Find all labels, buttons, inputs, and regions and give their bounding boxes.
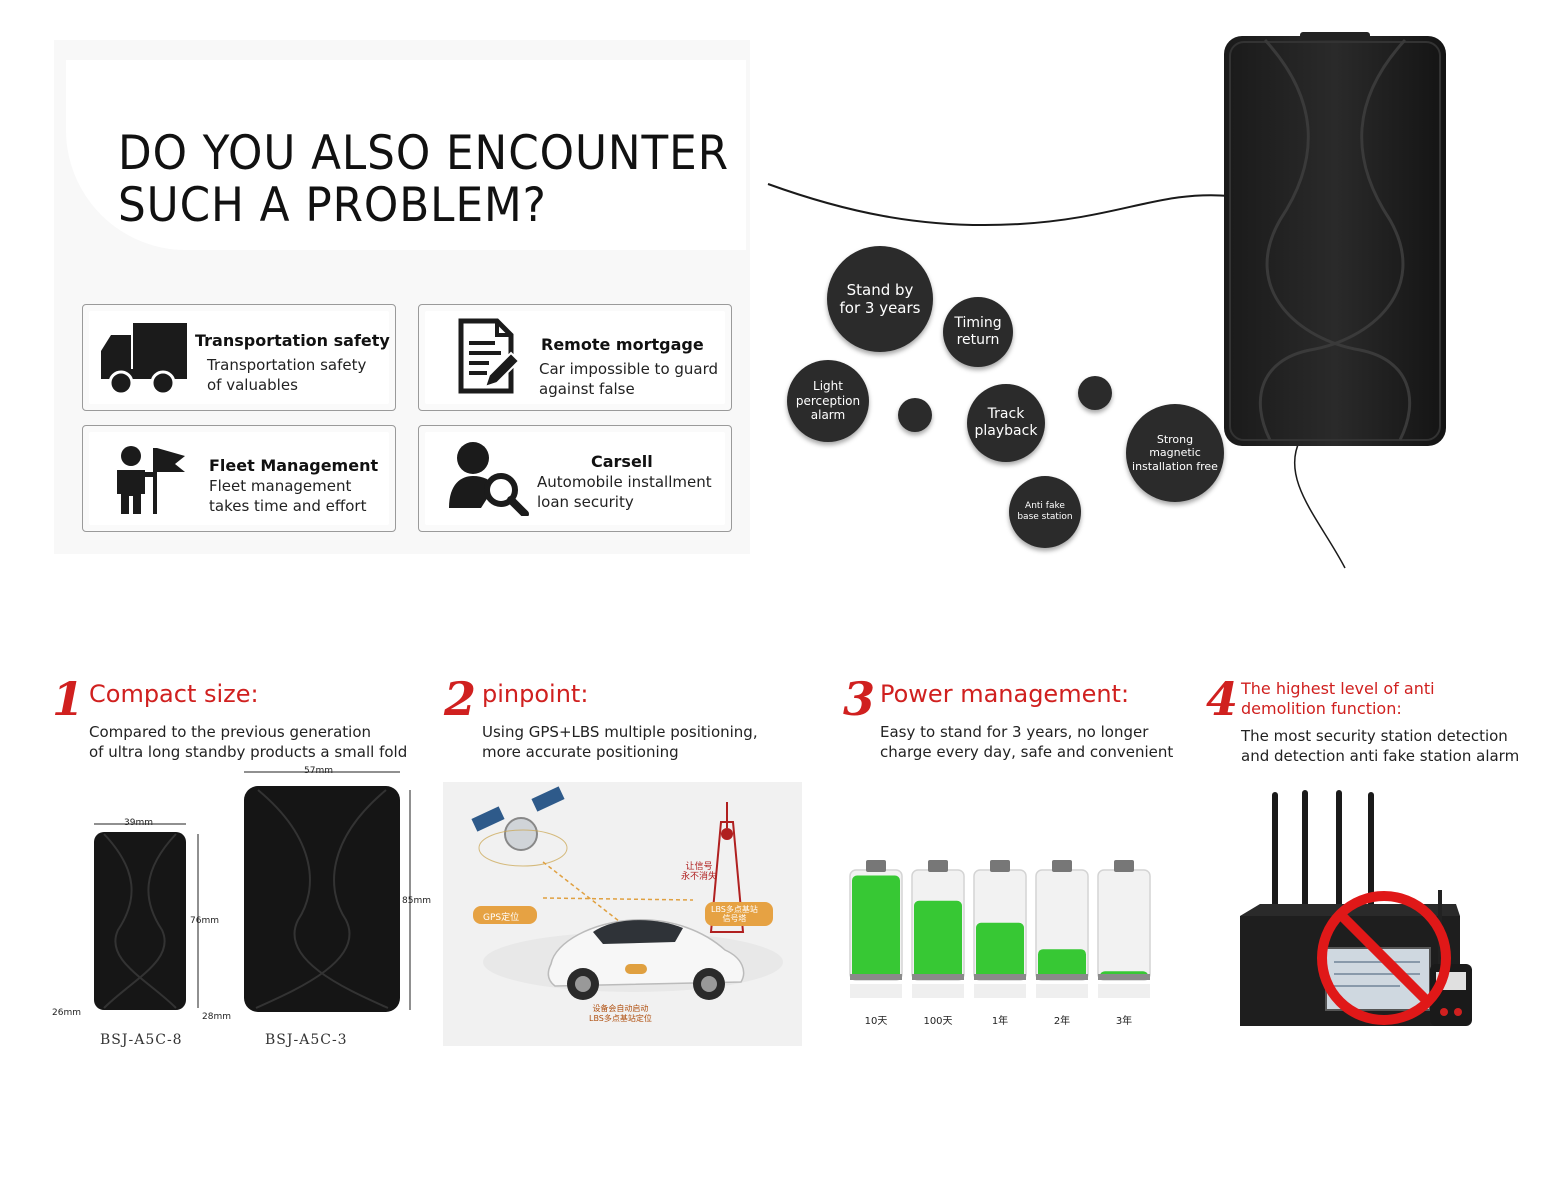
headline-line-2: SUCH A PROBLEM? [118,178,547,233]
battery [973,860,1027,998]
card-remote-mortgage: Remote mortgage Car impossible to guard … [418,304,732,411]
feature-desc-line-1: Compared to the previous generation [89,723,372,741]
large-model-label: BSJ-A5C-3 [265,1032,348,1048]
feature-desc-line-2: charge every day, safe and convenient [880,743,1174,761]
battery-reflection [912,984,964,998]
bubble-dot [898,398,932,432]
feature-desc-line-1: Using GPS+LBS multiple positioning, [482,723,758,741]
feature-title-line-1: The highest level of anti [1241,679,1435,698]
card-desc-line-1: Transportation safety [207,356,367,374]
card-title: Transportation safety [195,331,390,350]
battery-fill [976,922,1024,980]
battery-duration-label: 3年 [1115,1016,1133,1027]
lbs-tag: LBS多点基站 信号塔 [711,905,758,923]
battery-reflection [974,984,1026,998]
feature-title: pinpoint: [482,680,589,708]
card-title: Remote mortgage [541,335,704,354]
card-title: Carsell [591,452,653,471]
feature-number: 2 [444,672,477,726]
card-desc-line-2: takes time and effort [209,497,367,515]
card-fleet-management: Fleet Management Fleet management takes … [82,425,396,532]
battery-cap [1052,860,1072,872]
battery-reflection [1036,984,1088,998]
person-flag-icon [117,446,185,514]
card-desc-line-2: loan security [537,493,634,511]
small-depth-label: 26mm [52,1008,81,1018]
battery-reflection [1098,984,1150,998]
large-height-label: 85mm [402,896,431,906]
battery-base [912,974,964,980]
card-desc-line-1: Fleet management [209,477,352,495]
battery [1097,860,1151,998]
battery-cap [990,860,1010,872]
headline-cloud [66,60,746,250]
device-illustration [767,32,1446,569]
card-desc-line-1: Car impossible to guard [539,360,719,378]
feature-desc-line-1: The most security station detection [1241,727,1508,745]
battery-body [1097,869,1151,981]
battery-base [974,974,1026,980]
positioning-illustration: 让信号 永不消失 GPS定位 LBS多点基站 信号塔 设备会自动启动 LBS多点… [443,782,802,1046]
battery-base [850,974,902,980]
battery-duration-label: 1年 [991,1016,1009,1027]
card-desc-line-1: Automobile installment [537,473,712,491]
large-depth-label: 28mm [202,1012,231,1022]
feature-title: Compact size: [89,680,259,708]
feature-number: 1 [52,672,85,726]
battery-cap [928,860,948,872]
battery-cap [866,860,886,872]
battery-duration-label: 10天 [864,1016,888,1027]
small-model-label: BSJ-A5C-8 [100,1032,183,1048]
battery-fill [1038,949,1086,980]
battery-base [1098,974,1150,980]
signal-label: 让信号 永不消失 [681,862,718,882]
battery [911,860,965,998]
battery-reflection [850,984,902,998]
battery-fill [852,875,900,980]
large-width-label: 57mm [304,766,333,776]
card-desc-line-2: of valuables [207,376,298,394]
small-height-label: 76mm [190,916,219,926]
page-headline: DO YOU ALSO ENCOUNTER SUCH A PROBLEM? [118,128,729,232]
battery-fill [914,900,962,980]
headline-line-1: DO YOU ALSO ENCOUNTER [118,126,730,181]
card-transportation-safety: Transportation safety Transportation saf… [82,304,396,411]
positioning-caption: 设备会自动启动 LBS多点基站定位 [589,1004,652,1023]
card-title: Fleet Management [209,456,379,475]
battery-base [1036,974,1088,980]
jammer-prohibited-illustration [1240,790,1472,1026]
battery-duration-label: 2年 [1053,1016,1071,1027]
gps-tag: GPS定位 [483,913,520,923]
battery-duration-label: 100天 [923,1016,953,1027]
battery-cap [1114,860,1134,872]
feature-number: 3 [843,672,876,726]
feature-desc-line-1: Easy to stand for 3 years, no longer [880,723,1149,741]
feature-desc-line-2: more accurate positioning [482,743,679,761]
feature-title-line-2: demolition function: [1241,699,1402,718]
battery [849,860,903,998]
card-carsell: Carsell Automobile installment loan secu… [418,425,732,532]
bubble-dot [1078,376,1112,410]
feature-number: 4 [1206,672,1239,726]
battery [1035,860,1089,998]
device-size-comparison [94,771,411,1012]
small-width-label: 39mm [124,818,153,828]
document-pen-icon [458,318,521,394]
battery-levels [849,860,1151,998]
feature-title: Power management: [880,680,1130,708]
feature-desc-line-2: of ultra long standby products a small f… [89,743,408,761]
card-desc-line-2: against false [539,380,635,398]
user-search-icon [449,442,529,516]
truck-icon [101,323,187,396]
feature-desc-line-2: and detection anti fake station alarm [1241,747,1520,765]
